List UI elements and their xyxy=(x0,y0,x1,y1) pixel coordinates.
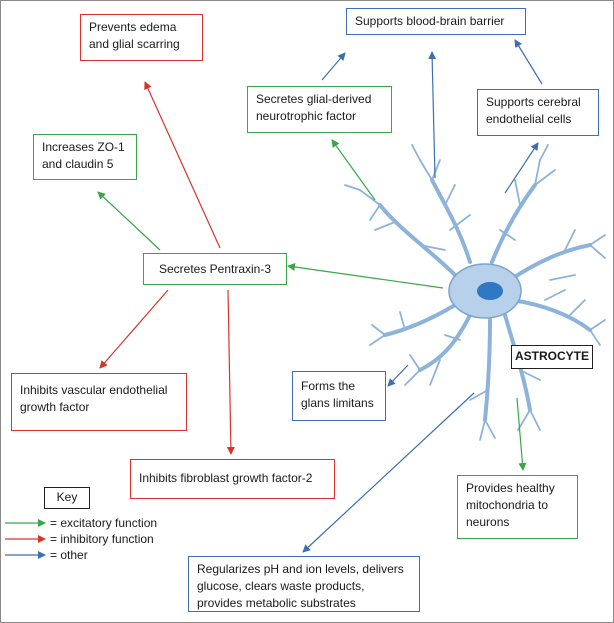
arrow-pentraxin-to-edema xyxy=(144,81,221,249)
arrow-astrocyte-to-regularizes xyxy=(302,392,475,553)
astrocyte-nucleus xyxy=(477,282,503,300)
legend-excitatory: = excitatory function xyxy=(4,515,204,531)
green-arrow-icon xyxy=(5,519,46,527)
box-supports-bbb: Supports blood-brain barrier xyxy=(346,8,526,35)
arrow-pentraxin-to-fgf2 xyxy=(226,289,235,455)
box-forms-glans: Forms the glans limitans xyxy=(292,371,386,421)
legend-inhibitory: = inhibitory function xyxy=(4,531,204,547)
legend-other: = other xyxy=(4,547,204,563)
arrow-astrocyte-to-glans xyxy=(387,364,409,387)
blue-arrow-icon xyxy=(5,551,46,559)
arrow-astrocyte-to-endothelial xyxy=(504,142,539,194)
arrow-astrocyte-to-bbb xyxy=(428,51,437,179)
astrocyte-cell xyxy=(344,144,606,441)
arrow-pentraxin-to-vegf xyxy=(99,289,169,369)
arrow-astrocyte-to-mito xyxy=(516,397,527,471)
arrows xyxy=(97,39,543,553)
box-prevents-edema: Prevents edema and glial scarring xyxy=(80,14,203,61)
box-secretes-gdnf: Secretes glial-derived neurotrophic fact… xyxy=(247,86,392,133)
arrow-gdnf-to-bbb xyxy=(321,52,346,81)
box-secretes-pentraxin: Secretes Pentraxin-3 xyxy=(143,253,287,285)
box-increases-zo1: Increases ZO-1 and claudin 5 xyxy=(33,134,137,180)
box-regularizes: Regularizes pH and ion levels, delivers … xyxy=(188,556,420,612)
legend-inhibitory-label: = inhibitory function xyxy=(50,532,154,546)
legend-excitatory-label: = excitatory function xyxy=(50,516,158,530)
box-inhibits-vegf: Inhibits vascular endothelial growth fac… xyxy=(11,373,187,431)
box-provides-mitochondria: Provides healthy mitochondria to neurons xyxy=(457,475,578,539)
arrow-endothelial-to-bbb xyxy=(514,39,543,85)
red-arrow-icon xyxy=(5,535,46,543)
arrow-pentraxin-to-zo1 xyxy=(97,191,161,251)
key-title: Key xyxy=(44,487,90,509)
legend-other-label: = other xyxy=(50,548,88,562)
box-supports-endothelial: Supports cerebral endothelial cells xyxy=(477,89,599,136)
astrocyte-label: ASTROCYTE xyxy=(511,345,593,369)
arrow-astrocyte-to-pentraxin xyxy=(287,263,444,289)
box-inhibits-fgf2: Inhibits fibroblast growth factor-2 xyxy=(130,459,335,499)
arrow-astrocyte-to-gdnf xyxy=(331,139,376,201)
